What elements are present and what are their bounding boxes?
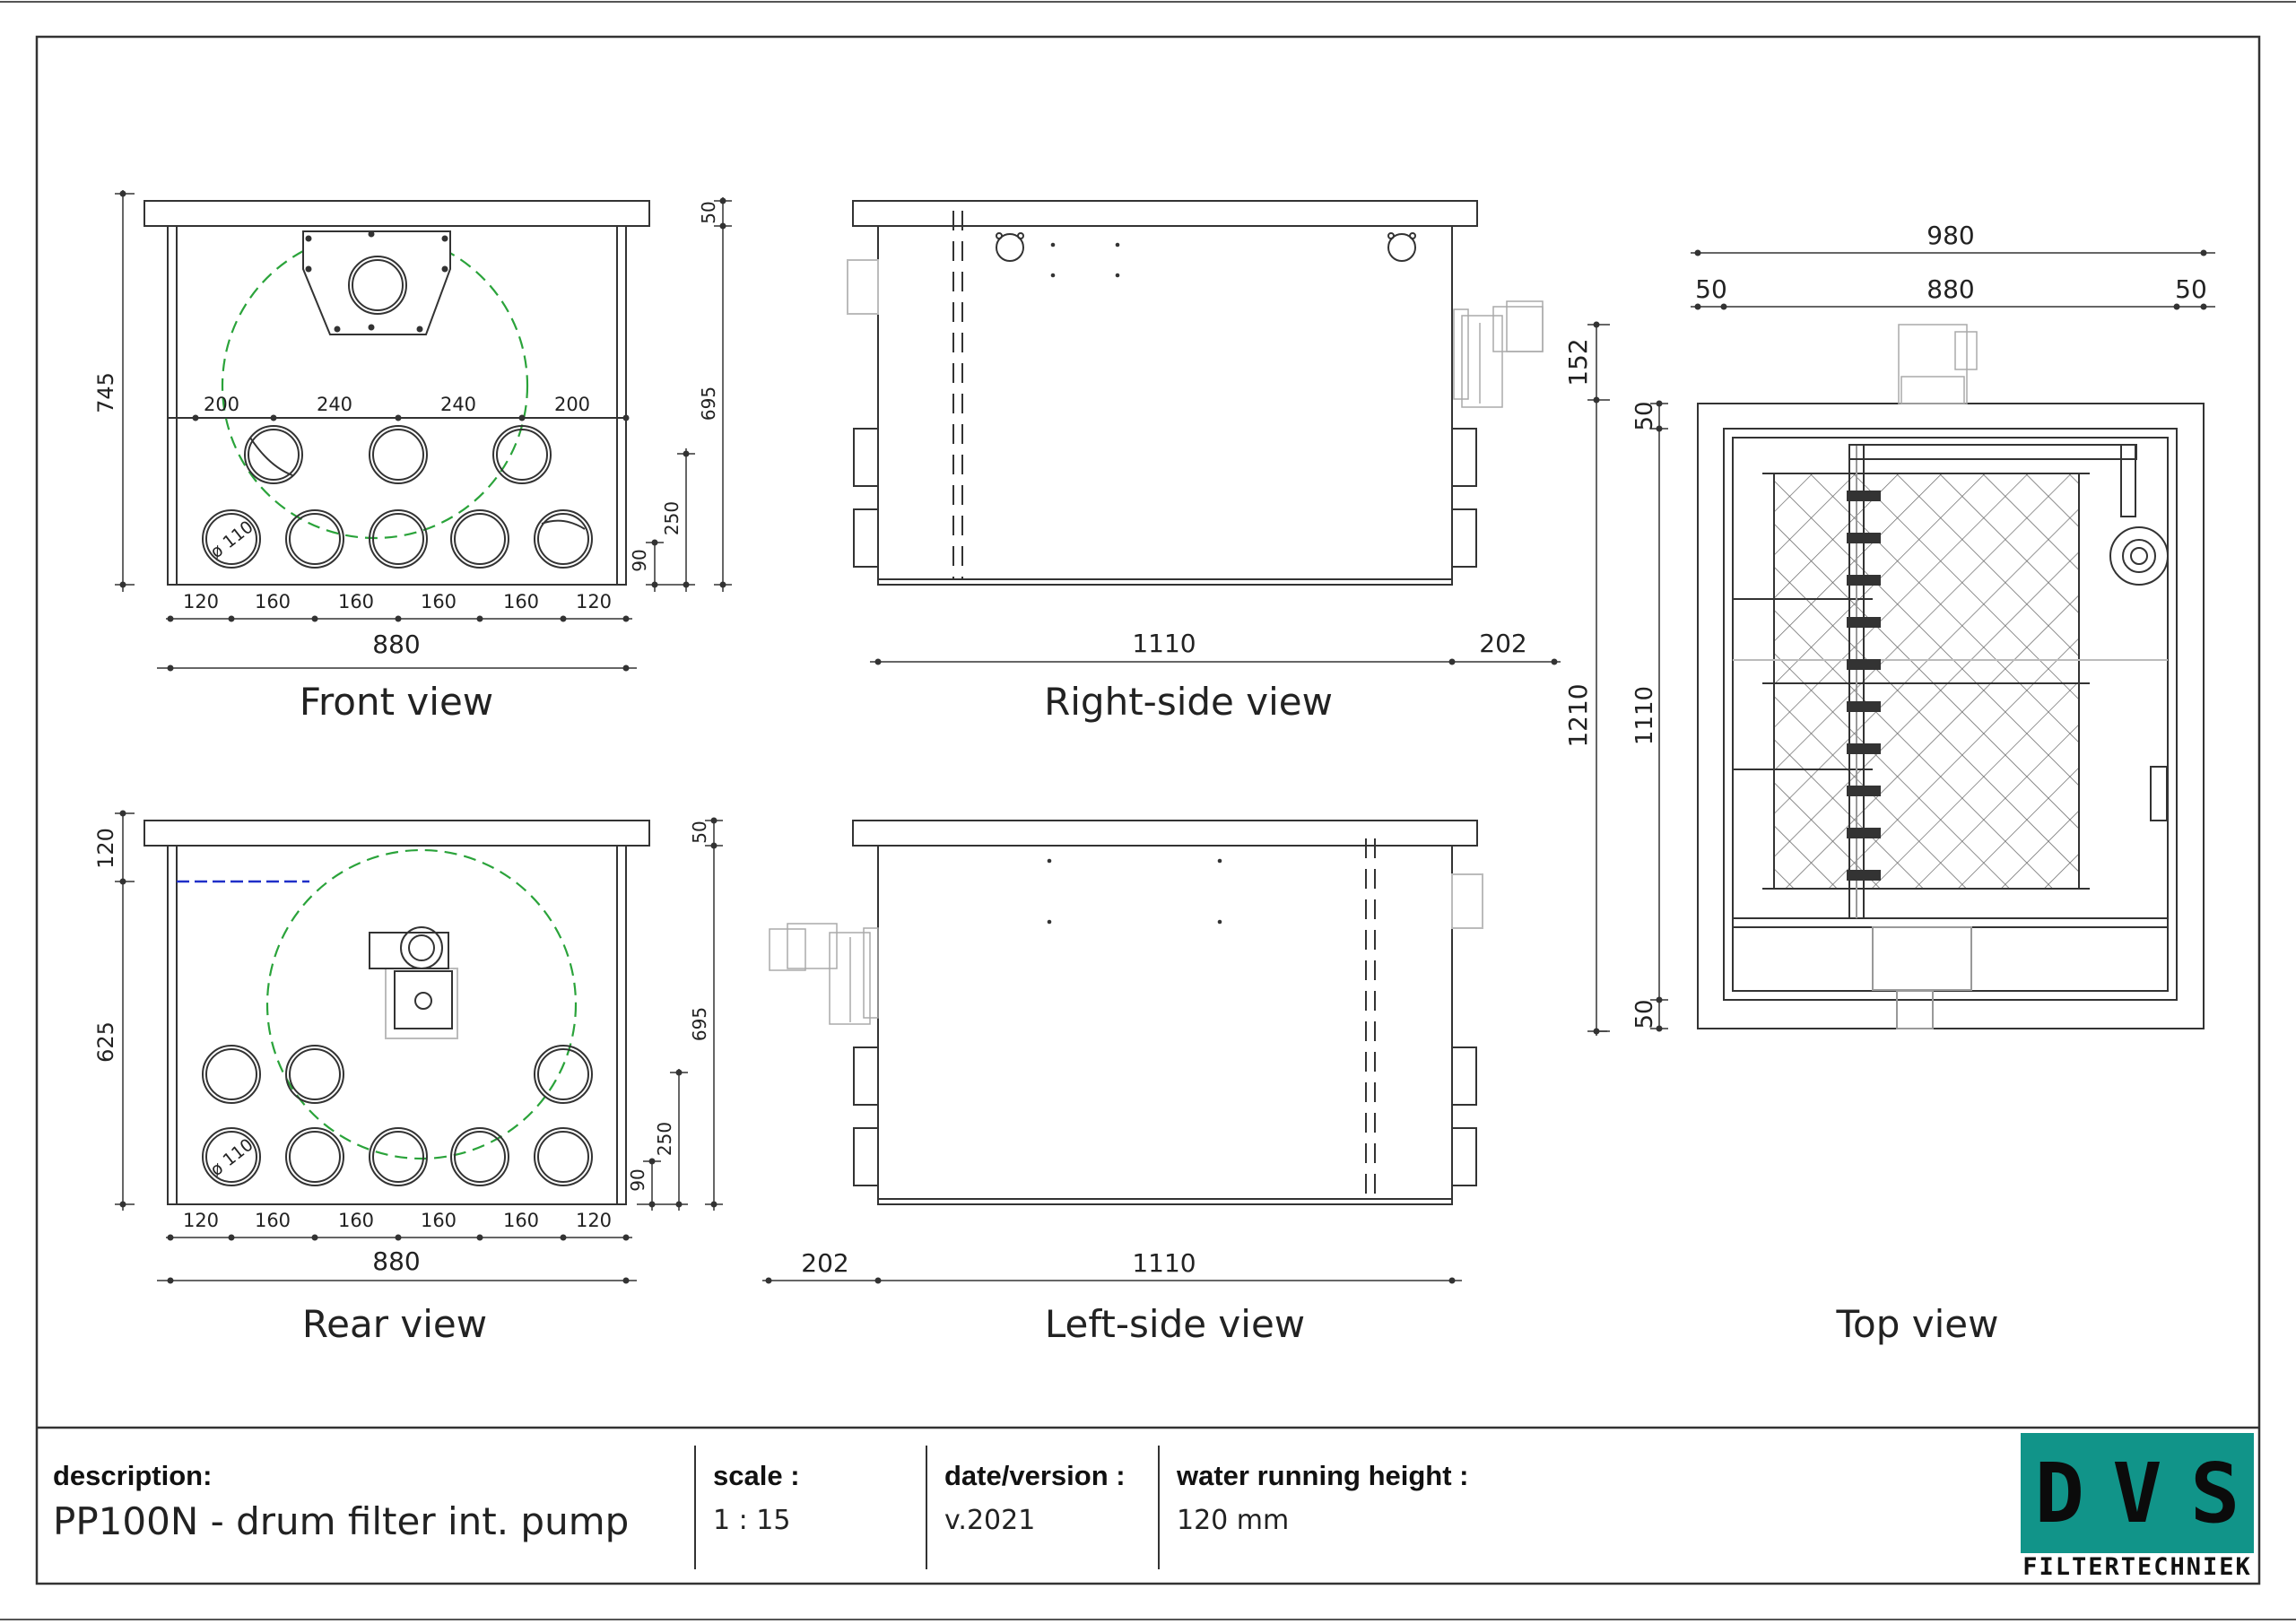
front-dim-695: 695	[698, 386, 719, 421]
rear-view-title: Rear view	[302, 1302, 487, 1346]
top-dim-50-top: 50	[1631, 401, 1658, 430]
top-dim-1210: 1210	[1563, 683, 1593, 747]
title-block: description: PP100N - drum filter int. p…	[37, 1428, 2259, 1584]
front-top-spacing-4: 200	[554, 394, 590, 415]
logo-letter-s: S	[2189, 1445, 2240, 1541]
right-side-view	[847, 200, 1610, 1036]
top-dim-1110: 1110	[1631, 686, 1658, 745]
top-dim-152: 152	[1563, 338, 1593, 386]
rear-dim-880: 880	[372, 1246, 420, 1276]
rear-dim-625: 625	[93, 1021, 118, 1063]
rear-bottom-spacing-4: 160	[421, 1210, 457, 1231]
rear-dim-50: 50	[689, 821, 710, 843]
top-dim-980: 980	[1926, 221, 1974, 250]
rear-dim-250: 250	[654, 1122, 675, 1156]
front-bottom-spacing-6: 120	[576, 591, 612, 612]
front-dim-90: 90	[629, 549, 650, 571]
front-bottom-spacing-4: 160	[421, 591, 457, 612]
description-label: description:	[53, 1460, 213, 1491]
front-bottom-spacing-5: 160	[503, 591, 539, 612]
date-version-value: v.2021	[944, 1505, 1036, 1536]
top-view-title: Top view	[1836, 1302, 1999, 1346]
rear-bottom-spacing-1: 120	[183, 1210, 219, 1231]
logo-letter-d: D	[2034, 1445, 2085, 1541]
rear-bottom-spacing-3: 160	[338, 1210, 374, 1231]
left-dim-202: 202	[801, 1248, 848, 1278]
front-dim-50: 50	[698, 201, 719, 223]
top-dim-50-left: 50	[1695, 274, 1727, 304]
top-dim-880: 880	[1926, 274, 1974, 304]
front-bottom-spacing-2: 160	[255, 591, 291, 612]
front-bottom-spacing-3: 160	[338, 591, 374, 612]
rear-bottom-spacing-2: 160	[255, 1210, 291, 1231]
rear-dim-90: 90	[627, 1168, 648, 1191]
right-side-view-title: Right-side view	[1044, 680, 1333, 724]
front-top-spacing-1: 200	[204, 394, 239, 415]
water-height-value: 120 mm	[1177, 1505, 1290, 1536]
left-side-view-title: Left-side view	[1045, 1302, 1305, 1346]
date-cell: date/version : v.2021	[928, 1428, 1158, 1584]
scale-value: 1 : 15	[713, 1505, 791, 1536]
logo-subtitle: FILTERTECHNIEK	[2022, 1553, 2252, 1581]
water-height-cell: water running height : 120 mm	[1161, 1428, 1699, 1584]
top-dim-50-right: 50	[2175, 274, 2207, 304]
rear-dim-120: 120	[93, 828, 118, 869]
front-top-spacing-3: 240	[440, 394, 476, 415]
top-view	[1587, 249, 2215, 1035]
dvs-logo: D V S FILTERTECHNIEK	[2019, 1428, 2259, 1584]
left-dim-1110: 1110	[1132, 1248, 1196, 1278]
right-dim-1110: 1110	[1132, 629, 1196, 658]
front-bottom-spacing-1: 120	[183, 591, 219, 612]
front-view-title: Front view	[300, 680, 493, 724]
scale-label: scale :	[713, 1460, 800, 1491]
front-dim-745: 745	[93, 372, 118, 413]
front-dim-880: 880	[372, 630, 420, 659]
front-top-spacing-2: 240	[317, 394, 352, 415]
front-view	[115, 190, 732, 672]
description-value: PP100N - drum filter int. pump	[53, 1499, 630, 1543]
rear-bottom-spacing-6: 120	[576, 1210, 612, 1231]
scale-cell: scale : 1 : 15	[697, 1428, 926, 1584]
right-dim-202: 202	[1479, 629, 1526, 658]
drawing-frame	[35, 35, 2261, 1585]
left-side-view	[762, 820, 1483, 1284]
rear-view	[115, 810, 723, 1284]
rear-dim-695: 695	[689, 1007, 710, 1041]
logo-box: D V S	[2021, 1433, 2254, 1553]
front-dim-250: 250	[661, 501, 683, 535]
description-cell: description: PP100N - drum filter int. p…	[37, 1428, 695, 1584]
date-version-label: date/version :	[944, 1460, 1126, 1491]
logo-letter-v: V	[2112, 1445, 2162, 1541]
rear-bottom-spacing-5: 160	[503, 1210, 539, 1231]
water-height-label: water running height :	[1177, 1460, 1469, 1491]
top-dim-50-bottom: 50	[1631, 999, 1658, 1029]
